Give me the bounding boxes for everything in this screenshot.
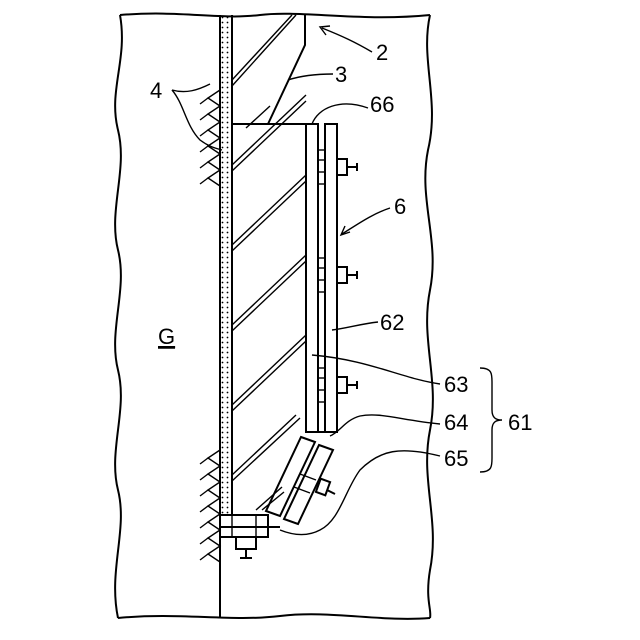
label-66: 66 (370, 92, 394, 117)
label-64: 64 (444, 410, 468, 435)
label-65: 65 (444, 446, 468, 471)
label-g: G (158, 324, 175, 349)
label-6: 6 (394, 194, 406, 219)
brace-61 (480, 368, 502, 472)
section-outline-bottom (118, 614, 430, 619)
label-62: 62 (380, 310, 404, 335)
retaining-body-hatching (232, 15, 306, 510)
panel-outer-plate (325, 124, 337, 432)
leader-63 (312, 355, 440, 384)
panel-inner-plate (306, 124, 318, 432)
earth-hatching-lower (200, 450, 220, 562)
label-3: 3 (335, 62, 347, 87)
inclined-lower-panel (266, 437, 335, 524)
section-outline-right (425, 15, 433, 618)
leader-2 (322, 28, 372, 52)
label-2: 2 (376, 40, 388, 65)
leader-64 (330, 415, 440, 436)
leader-6 (342, 208, 390, 234)
label-61: 61 (508, 410, 532, 435)
leader-3 (288, 74, 333, 80)
leader-66 (312, 104, 368, 124)
section-outline-left (115, 15, 122, 618)
grout-layer (221, 15, 231, 515)
section-outline-top (120, 14, 430, 18)
base-foot (220, 515, 280, 558)
label-63: 63 (444, 372, 468, 397)
earth-hatching-upper (200, 90, 220, 186)
label-4: 4 (150, 78, 162, 103)
leader-4a (172, 84, 210, 92)
leader-62 (332, 322, 378, 330)
